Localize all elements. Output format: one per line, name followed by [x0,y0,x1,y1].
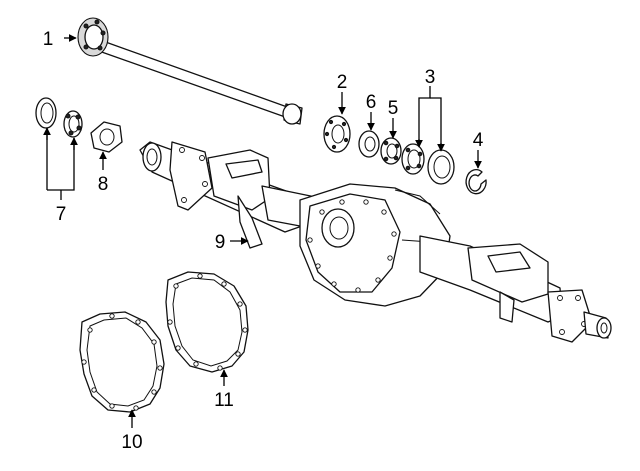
callout-4: 4 [473,130,484,151]
leader-7b [47,138,75,191]
pinion-bearing[interactable] [380,137,402,165]
callout-7: 7 [56,204,67,225]
leader-3a [418,86,431,146]
callout-labels: 1 2 3 4 5 6 7 8 9 10 11 [43,29,484,453]
snap-ring[interactable] [465,169,487,195]
callout-11: 11 [214,390,234,411]
axle-seal-left[interactable] [35,97,57,129]
callout-9: 9 [215,232,226,253]
cover-gasket-right[interactable] [165,271,249,373]
callout-2: 2 [337,72,348,93]
flange-gasket[interactable] [323,115,351,153]
axle-shaft[interactable] [77,17,303,125]
callout-8: 8 [98,174,109,195]
callout-5: 5 [388,98,399,119]
axle-bearing-left[interactable] [63,110,83,138]
callout-1: 1 [43,29,54,50]
axle-housing[interactable] [139,141,612,343]
callout-6: 6 [366,92,377,113]
bearing-race[interactable] [427,149,455,185]
callout-3: 3 [425,67,436,88]
retainer-plate[interactable] [90,121,123,153]
callout-10: 10 [121,432,142,453]
carrier-bearing[interactable] [401,143,425,175]
cover-gasket-left[interactable] [79,311,165,413]
pinion-seal[interactable] [358,130,380,158]
callout-leaders [43,34,482,428]
leader-3b [430,97,442,150]
